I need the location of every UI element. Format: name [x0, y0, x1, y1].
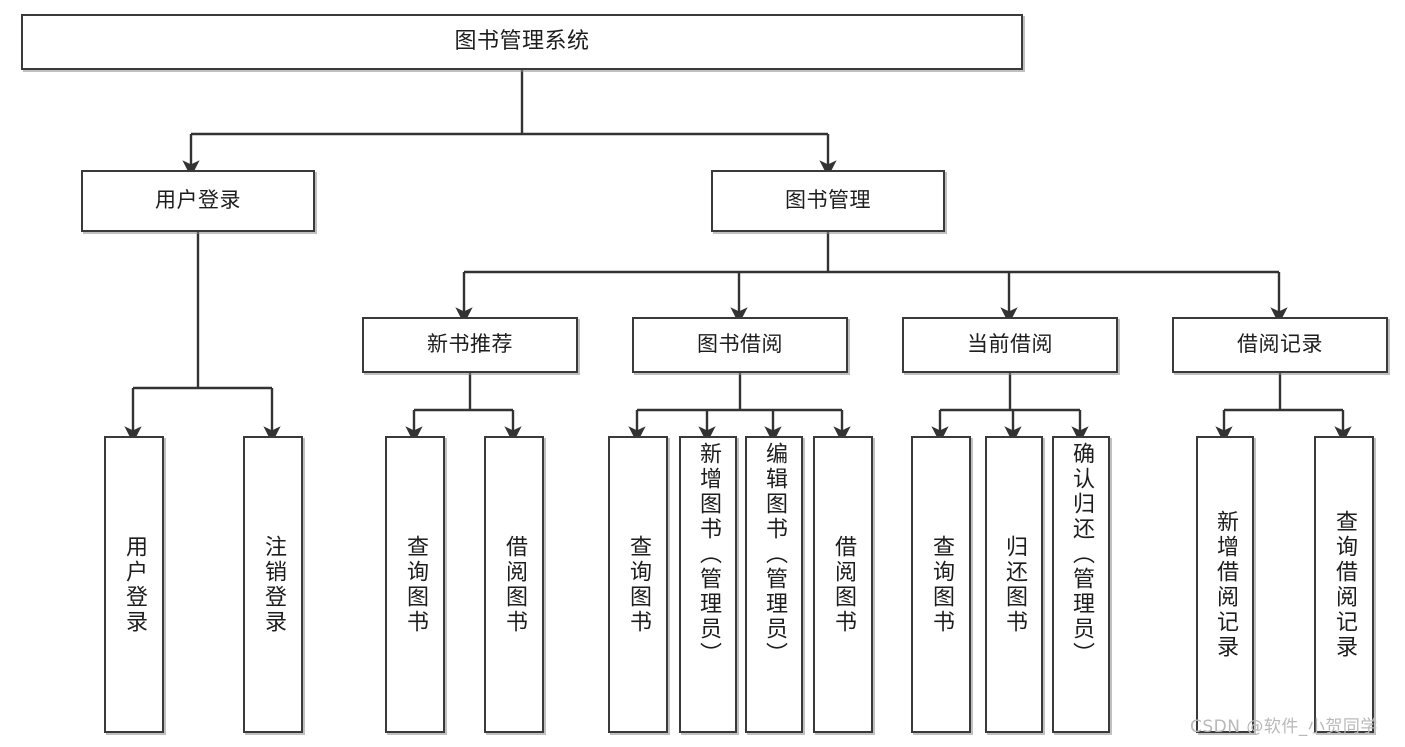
level2-label: 新书推荐 [427, 332, 513, 357]
level1-box[interactable]: 图书管理 [711, 170, 945, 232]
level2-box[interactable]: 图书借阅 [632, 317, 848, 373]
level2-label: 借阅记录 [1237, 332, 1323, 357]
level2-label: 图书借阅 [697, 332, 783, 357]
leaf-label: 查询图书 [929, 534, 954, 635]
leaf-label: 确认归还（管理员） [1069, 442, 1094, 667]
leaf-box[interactable]: 归还图书 [985, 436, 1043, 733]
leaf-label: 注销登录 [261, 534, 286, 635]
leaf-label: 归还图书 [1002, 534, 1027, 635]
leaf-box[interactable]: 注销登录 [243, 436, 303, 733]
leaf-box[interactable]: 查询图书 [911, 436, 971, 733]
root-label: 图书管理系统 [454, 28, 590, 54]
leaf-label: 借阅图书 [831, 534, 856, 635]
leaf-box[interactable]: 用户登录 [104, 436, 164, 733]
level1-label: 图书管理 [785, 188, 871, 213]
level2-box[interactable]: 借阅记录 [1172, 317, 1388, 373]
level1-label: 用户登录 [155, 188, 241, 213]
leaf-label: 用户登录 [122, 534, 147, 635]
leaf-box[interactable]: 查询图书 [608, 436, 668, 733]
root-box[interactable]: 图书管理系统 [21, 14, 1023, 70]
leaf-box[interactable]: 新增借阅记录 [1196, 436, 1254, 733]
level2-box[interactable]: 当前借阅 [902, 317, 1118, 373]
leaf-label: 查询图书 [403, 534, 428, 635]
leaf-box[interactable]: 查询借阅记录 [1314, 436, 1374, 733]
leaf-label: 新增借阅记录 [1213, 509, 1238, 660]
leaf-box[interactable]: 查询图书 [385, 436, 445, 733]
leaf-box[interactable]: 新增图书（管理员） [679, 436, 737, 733]
leaf-box[interactable]: 借阅图书 [484, 436, 544, 733]
leaf-box[interactable]: 借阅图书 [813, 436, 873, 733]
leaf-label: 查询图书 [626, 534, 651, 635]
watermark-text: CSDN @软件_小贺同学 [1190, 717, 1378, 737]
leaf-label: 编辑图书（管理员） [762, 442, 787, 667]
leaf-label: 查询借阅记录 [1332, 509, 1357, 660]
leaf-label: 借阅图书 [502, 534, 527, 635]
level1-box[interactable]: 用户登录 [81, 170, 315, 232]
leaf-box[interactable]: 编辑图书（管理员） [745, 436, 803, 733]
leaf-box[interactable]: 确认归还（管理员） [1052, 436, 1110, 733]
level2-label: 当前借阅 [967, 332, 1053, 357]
level2-box[interactable]: 新书推荐 [362, 317, 578, 373]
leaf-label: 新增图书（管理员） [696, 442, 721, 667]
